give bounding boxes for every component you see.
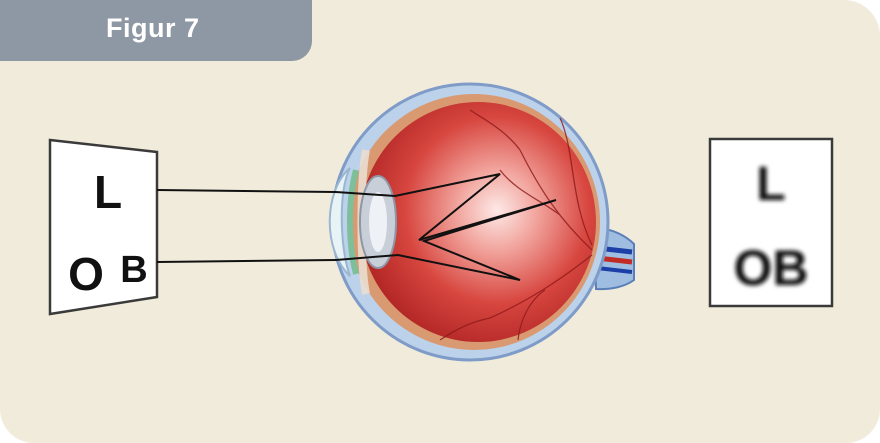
- sharp-letter-card: L O B: [50, 140, 157, 314]
- sharp-letter-b: B: [120, 249, 147, 291]
- eyeball: [330, 84, 608, 360]
- sharp-letter-l: L: [94, 166, 122, 218]
- ray-top-outside: [157, 190, 336, 192]
- blurred-letters-ob: OB: [734, 240, 809, 296]
- ray-bottom-outside: [157, 260, 336, 262]
- blurred-letter-card: L OB: [710, 139, 832, 306]
- sharp-letter-o: O: [68, 248, 104, 300]
- blurred-letter-l: L: [756, 158, 785, 211]
